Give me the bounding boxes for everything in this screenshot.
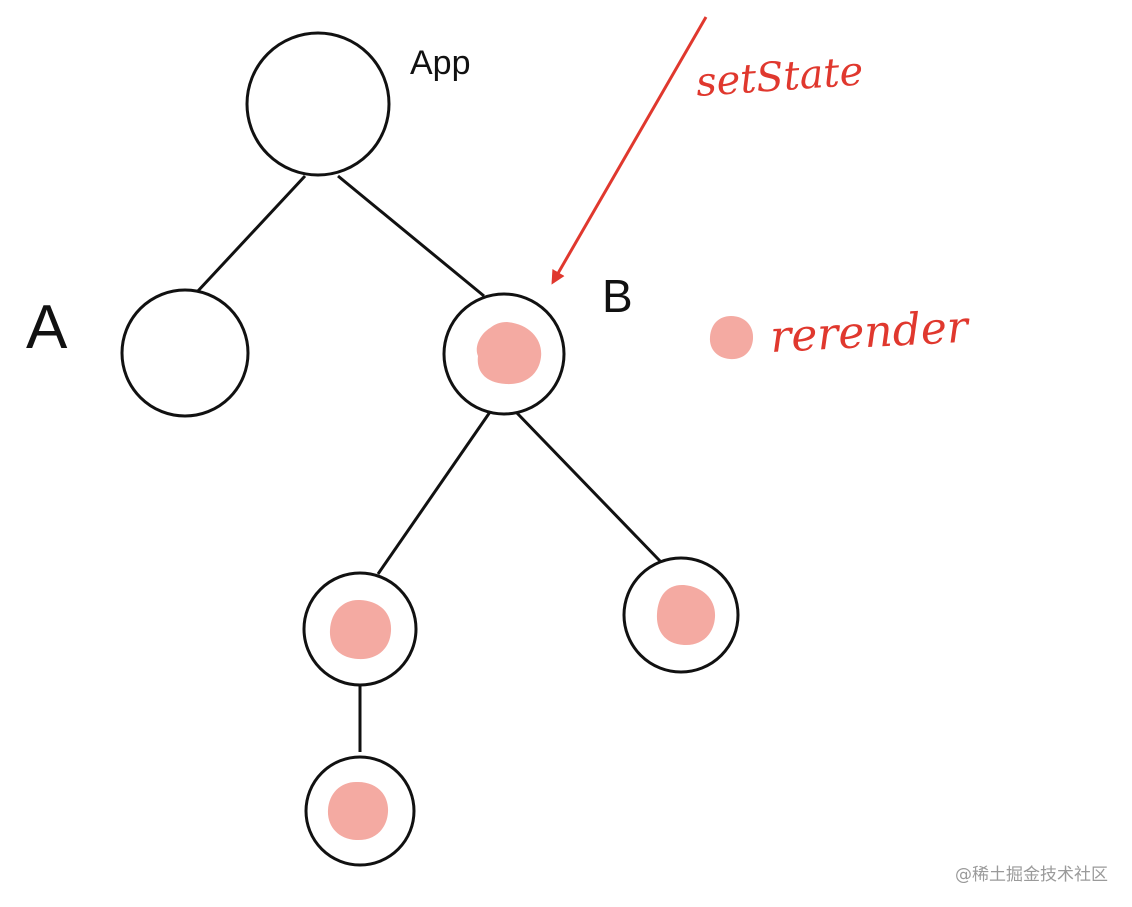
node-b-left-grandchild [304, 755, 416, 867]
rerender-fill-b [476, 322, 542, 385]
node-a-circle [120, 288, 250, 418]
edge-app-to-b [337, 174, 485, 298]
node-b-label: B [602, 270, 633, 322]
tree-edges [195, 174, 662, 752]
setstate-arrow [551, 16, 708, 285]
legend: rerender [709, 302, 972, 363]
setstate-label: setState [694, 48, 864, 106]
legend-rerender-label: rerender [769, 302, 972, 363]
watermark-text: @稀土掘金技术社区 [955, 865, 1108, 885]
edge-b-to-left-child [376, 411, 492, 575]
legend-rerender-swatch [709, 316, 754, 360]
node-app-label: App [410, 44, 471, 82]
node-b: B [442, 270, 633, 416]
setstate-annotation: setState [551, 16, 865, 285]
rerender-fill-b-left-child [329, 599, 392, 660]
edge-b-to-right-child [514, 410, 662, 563]
rerender-fill-b-right-child [656, 584, 716, 646]
edge-app-to-a [195, 174, 307, 294]
node-app: App [245, 31, 471, 177]
node-a: A [26, 288, 250, 418]
rerender-fill-b-left-grandchild [327, 781, 389, 841]
node-a-label: A [26, 293, 68, 362]
node-b-left-child [302, 571, 418, 687]
node-b-right-child [622, 556, 740, 674]
node-app-circle [245, 31, 391, 177]
